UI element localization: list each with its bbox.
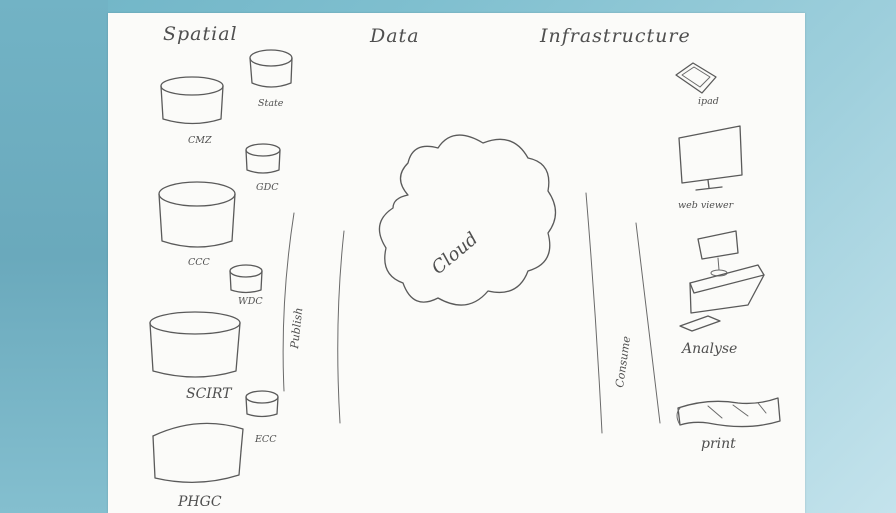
ecc-label: ECC <box>254 434 277 445</box>
gdc-label: GDC <box>256 182 279 193</box>
phgc-label: PHGC <box>177 494 222 510</box>
consume-line-right <box>635 222 661 424</box>
cmz-label: CMZ <box>188 135 212 146</box>
consume-line-left <box>585 192 603 434</box>
scirt-label: SCIRT <box>186 386 233 402</box>
ecc-database-icon <box>245 390 279 418</box>
wdc-label: WDC <box>238 296 263 307</box>
state-label: State <box>258 98 284 109</box>
ipad-label: ipad <box>698 96 719 107</box>
ccc-database-icon <box>158 181 236 248</box>
ipad-icon <box>675 62 717 94</box>
scirt-database-icon <box>149 311 241 378</box>
title-data: Data <box>369 25 420 47</box>
wdc-database-icon <box>229 264 263 294</box>
title-infrastructure: Infrastructure <box>539 25 691 47</box>
ccc-label: CCC <box>188 257 211 268</box>
cmz-database-icon <box>160 76 224 125</box>
cloud-icon <box>378 134 557 306</box>
phgc-database-icon <box>152 422 244 483</box>
publish-line-right <box>337 230 345 424</box>
consume-label: Consume <box>613 335 633 389</box>
publish-line-left <box>282 212 295 392</box>
sketch-diagram: Spatial Data Infrastructure State CMZ GD… <box>149 23 781 510</box>
analyse-label: Analyse <box>680 341 737 357</box>
printed-map-icon <box>676 397 781 428</box>
slide-background-left <box>0 0 108 513</box>
workstation-icon <box>679 230 765 332</box>
gdc-database-icon <box>245 143 281 174</box>
title-spatial: Spatial <box>163 23 238 45</box>
publish-label: Publish <box>288 307 305 350</box>
monitor-icon <box>678 125 743 191</box>
web-viewer-label: web viewer <box>678 200 735 211</box>
cloud-label: Cloud <box>428 228 482 278</box>
state-database-icon <box>249 49 293 88</box>
whiteboard-sheet: Spatial Data Infrastructure State CMZ GD… <box>108 13 805 513</box>
print-label: print <box>701 436 736 452</box>
